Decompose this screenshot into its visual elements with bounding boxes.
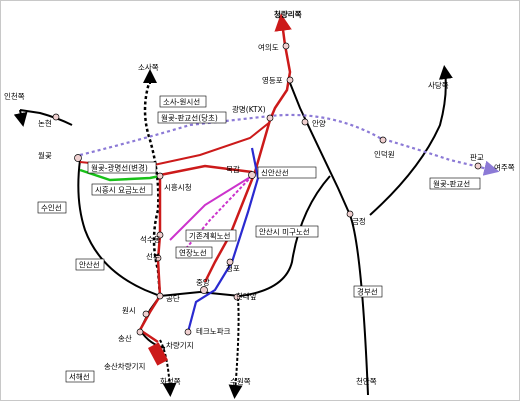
station-indeogwon[interactable] bbox=[379, 136, 387, 144]
svg-text:기존계획노선: 기존계획노선 bbox=[189, 231, 230, 241]
callout-suin: 수인선 bbox=[37, 201, 67, 214]
dir-cheongnyangni: 청량리쪽 bbox=[274, 9, 302, 19]
station-gongdan[interactable] bbox=[156, 292, 164, 300]
station-yeouido[interactable] bbox=[282, 42, 290, 50]
station-geumjeong[interactable] bbox=[346, 210, 354, 218]
station-mokgam[interactable] bbox=[248, 171, 256, 179]
dir-hwaseong: 화성쪽 bbox=[160, 377, 181, 386]
sosa-wonsi-line bbox=[143, 79, 162, 297]
station-handaeap[interactable] bbox=[233, 293, 241, 301]
label-seoksu: 석수동 bbox=[140, 234, 161, 244]
station-gwangmyeong[interactable] bbox=[266, 114, 274, 122]
sinansan-line-north bbox=[268, 13, 292, 121]
label-pangyo: 판교 bbox=[470, 153, 484, 162]
gwacheon-tram-line bbox=[169, 175, 253, 241]
label-depot: 차량기지 bbox=[166, 341, 194, 350]
label-siheung-cityhall: 시흥시청 bbox=[164, 182, 192, 192]
svg-text:안산시 미구노선: 안산시 미구노선 bbox=[259, 227, 310, 237]
anyang-branch-line bbox=[199, 175, 331, 298]
callout-wolgot-pangyo: 월곶-판교선 bbox=[429, 177, 481, 190]
station-techno-park[interactable] bbox=[184, 328, 192, 336]
callout-sinansan: 신안산선 bbox=[257, 166, 317, 179]
station-seoksu[interactable] bbox=[156, 231, 164, 239]
station-siheung-cityhall[interactable] bbox=[156, 172, 164, 180]
gyeongbu-line bbox=[289, 82, 369, 396]
svg-text:안산선: 안산선 bbox=[79, 260, 100, 270]
label-nonhyeon: 논현 bbox=[38, 119, 52, 128]
label-indeogwon: 인덕원 bbox=[374, 149, 395, 159]
svg-text:월곶-판교선(당초): 월곶-판교선(당초) bbox=[161, 113, 218, 123]
wolgot-pangyo-line bbox=[79, 113, 500, 176]
dir-yeoju: 여주쪽 bbox=[494, 162, 515, 172]
station-wolgot[interactable] bbox=[74, 154, 82, 162]
dir-suwon: 수원쪽 bbox=[230, 377, 251, 386]
callout-wolgot-gwangmyeong: 월곶-광명선(변경) bbox=[87, 161, 157, 174]
label-jungang: 중앙 bbox=[196, 277, 210, 287]
callout-siheung-tram: 시흥시 요금노선 bbox=[91, 183, 153, 196]
station-wonsi[interactable] bbox=[142, 310, 150, 318]
dir-cheonan: 천안쪽 bbox=[356, 376, 377, 386]
dir-incheon: 인천쪽 bbox=[4, 91, 25, 101]
svg-text:월곶-판교선: 월곶-판교선 bbox=[433, 179, 470, 189]
svg-text:연장노선: 연장노선 bbox=[179, 248, 207, 258]
station-anyang[interactable] bbox=[301, 118, 309, 126]
station-cheongpo[interactable] bbox=[226, 258, 234, 266]
siheung-tram-line bbox=[79, 168, 161, 182]
label-yeouido: 여의도 bbox=[258, 42, 279, 52]
callout-wolgot-pangyo-top: 월곶-판교선(당초) bbox=[157, 111, 227, 124]
label-wolgot: 월곶 bbox=[38, 150, 52, 160]
svg-text:월곶-광명선(변경): 월곶-광명선(변경) bbox=[91, 163, 148, 173]
label-cheongpo: 청포 bbox=[226, 264, 240, 273]
callout-gwacheon-tram: 기존계획노선 bbox=[185, 229, 237, 242]
label-gongdan: 공단 bbox=[166, 293, 180, 303]
label-gwangmyeong: 광명(KTX) bbox=[232, 104, 266, 114]
station-seonbu[interactable] bbox=[154, 254, 162, 262]
sinansan-line-main bbox=[203, 119, 272, 283]
callout-sosa-wonsi: 소사-원시선 bbox=[159, 95, 207, 108]
sinansan-line-west bbox=[159, 164, 253, 177]
ansan-line bbox=[77, 159, 201, 298]
station-nonhyeon[interactable] bbox=[52, 113, 60, 121]
suwon-line bbox=[228, 297, 243, 399]
label-songsan: 송산 bbox=[118, 333, 132, 343]
label-handaeap: 한대앞 bbox=[236, 292, 257, 301]
seohae-ring-line bbox=[369, 65, 453, 216]
callout-seohae: 서해선 bbox=[65, 370, 95, 383]
callout-ansan: 안산선 bbox=[75, 258, 105, 271]
svg-text:신안산선: 신안산선 bbox=[261, 168, 289, 178]
svg-text:서해선: 서해선 bbox=[69, 372, 90, 382]
label-techno-park: 테크노파크 bbox=[196, 327, 231, 336]
svg-text:수인선: 수인선 bbox=[41, 203, 62, 213]
dir-sosa: 소사쪽 bbox=[138, 63, 159, 72]
footnote: 송산차량기지 bbox=[104, 361, 145, 371]
callout-ansan-tram: 안산시 미구노선 bbox=[255, 225, 319, 238]
dir-sadang: 사당쪽 bbox=[428, 80, 449, 90]
callout-gyeongbu: 경부선 bbox=[353, 285, 383, 298]
depot-block bbox=[148, 342, 168, 366]
extension-line bbox=[177, 175, 253, 259]
station-pangyo[interactable] bbox=[474, 162, 482, 170]
station-songsan[interactable] bbox=[136, 328, 144, 336]
label-anyang: 안양 bbox=[312, 118, 326, 128]
label-wonsi: 원시 bbox=[122, 306, 136, 315]
label-mokgam: 목감 bbox=[226, 164, 240, 174]
svg-text:시흥시 요금노선: 시흥시 요금노선 bbox=[95, 185, 146, 195]
callout-extension: 연장노선 bbox=[175, 246, 213, 259]
label-yeongdeungpo: 영등포 bbox=[262, 75, 283, 85]
station-jungang[interactable] bbox=[200, 286, 208, 294]
label-geumjeong: 금정 bbox=[352, 216, 366, 226]
svg-text:경부선: 경부선 bbox=[357, 287, 378, 297]
incheon-branch bbox=[13, 109, 28, 127]
label-seonbu: 선부 bbox=[146, 252, 160, 261]
station-markers bbox=[52, 42, 482, 336]
svg-text:소사-원시선: 소사-원시선 bbox=[163, 98, 200, 107]
station-yeongdeungpo[interactable] bbox=[286, 76, 294, 84]
